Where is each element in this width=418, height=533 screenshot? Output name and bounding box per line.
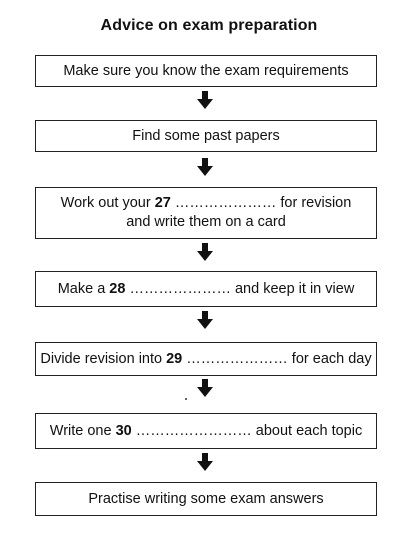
down-arrow-icon <box>195 157 215 177</box>
step-4-text-after: ………………… and keep it in view <box>125 280 355 297</box>
gap-number-28: 28 <box>109 280 126 297</box>
step-3-text-before: Work out your <box>60 195 155 211</box>
step-5-text: Divide revision into 29 ………………… for each… <box>40 350 371 369</box>
gap-number-27: 27 <box>154 195 171 211</box>
step-4-text-before: Make a <box>57 280 110 297</box>
step-7-text: Practise writing some exam answers <box>88 490 324 507</box>
step-3-line-2: and write them on a card <box>126 214 286 230</box>
step-6-text-after: …………………… about each topic <box>131 422 363 439</box>
down-arrow-icon <box>195 242 215 262</box>
step-5-text-before: Divide revision into <box>40 350 167 367</box>
gap-number-29: 29 <box>166 350 183 367</box>
step-3-text-after: ………………… for revision <box>170 195 352 211</box>
down-arrow-icon <box>195 310 215 330</box>
step-6-text: Write one 30 …………………… about each topic <box>50 422 362 441</box>
step-5-text-after: ………………… for each day <box>182 350 372 367</box>
step-6-text-before: Write one <box>49 422 116 439</box>
step-2-box: Find some past papers <box>35 120 377 152</box>
down-arrow-icon <box>195 452 215 472</box>
step-2-text: Find some past papers <box>132 127 280 144</box>
page-title: Advice on exam preparation <box>100 17 318 34</box>
step-3-line-1: Work out your 27 ………………… for revision <box>61 194 352 213</box>
step-6-box: Write one 30 …………………… about each topic <box>35 413 377 449</box>
step-4-text: Make a 28 ………………… and keep it in view <box>58 280 355 299</box>
down-arrow-icon <box>195 378 215 398</box>
stray-mark <box>185 398 187 400</box>
gap-number-30: 30 <box>115 422 132 439</box>
down-arrow-icon <box>195 90 215 110</box>
step-4-box: Make a 28 ………………… and keep it in view <box>35 271 377 307</box>
step-7-box: Practise writing some exam answers <box>35 482 377 516</box>
step-3-box: Work out your 27 ………………… for revision an… <box>35 187 377 239</box>
step-1-text: Make sure you know the exam requirements <box>63 62 349 79</box>
step-5-box: Divide revision into 29 ………………… for each… <box>35 342 377 376</box>
step-1-box: Make sure you know the exam requirements <box>35 55 377 87</box>
